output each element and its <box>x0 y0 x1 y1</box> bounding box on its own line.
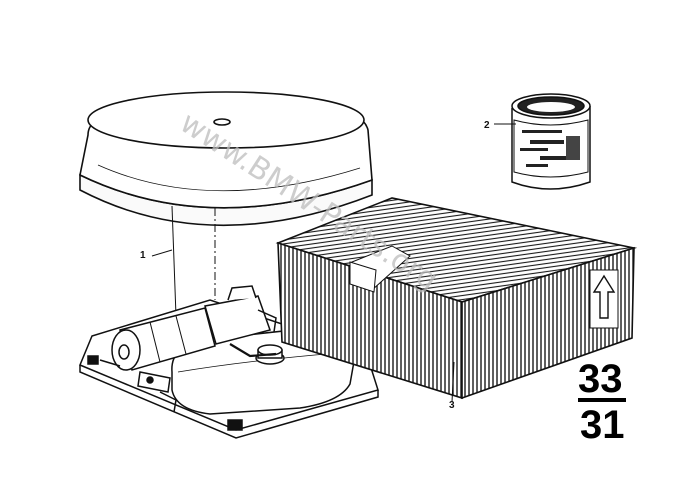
callout-tin: 2 <box>484 120 490 131</box>
group-number-main: 33 <box>578 357 623 401</box>
callout-cover: 1 <box>140 250 146 261</box>
group-number: 33 31 <box>578 357 626 447</box>
dome-cover <box>79 91 373 227</box>
callout-box: 3 <box>449 400 455 411</box>
group-number-sub: 31 <box>580 403 625 447</box>
tin-can <box>511 93 591 190</box>
box-leader-line <box>451 361 455 403</box>
packing-box <box>275 197 638 400</box>
cover-leader-lines <box>151 205 216 317</box>
